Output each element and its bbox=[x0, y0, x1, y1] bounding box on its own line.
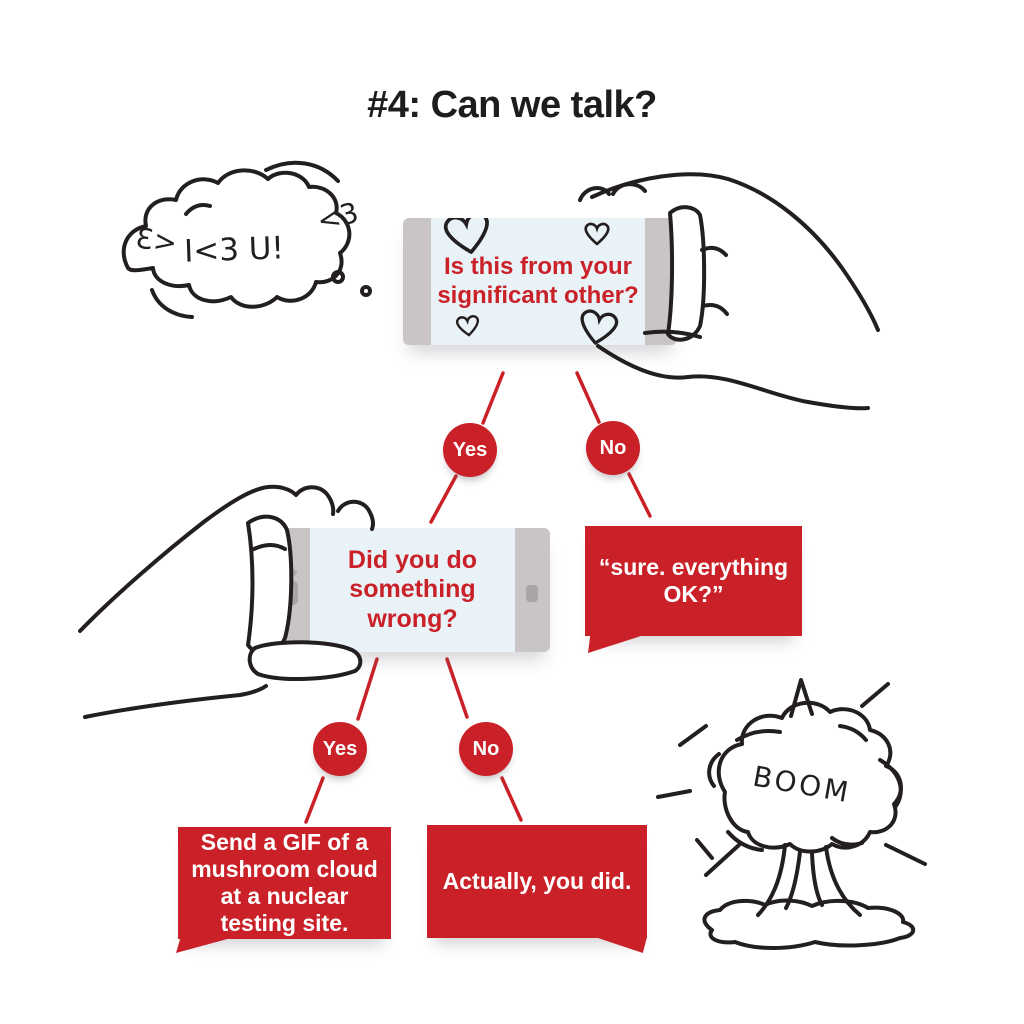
thought-bubble-text: I<3 U! bbox=[183, 230, 285, 270]
branch1-no-badge: No bbox=[586, 421, 640, 475]
connector-yes2-gif bbox=[304, 776, 325, 824]
cloud-highlight-arc bbox=[184, 203, 212, 216]
phone-1: Is this from your significant other? bbox=[403, 218, 677, 345]
heart-icon bbox=[584, 222, 610, 246]
speech-bubble-gif: Send a GIF of a mushroom cloud at a nucl… bbox=[178, 827, 391, 939]
speech-bubble-sure: “sure. everything OK?” bbox=[585, 526, 802, 636]
heart-icon bbox=[443, 218, 489, 254]
phone-2-question: Did you do something wrong? bbox=[347, 545, 478, 633]
connector-q2-no bbox=[445, 657, 469, 719]
heart-icon bbox=[580, 309, 619, 345]
connector-lines bbox=[304, 371, 652, 824]
branch2-yes-badge: Yes bbox=[313, 722, 367, 776]
connector-no2-actually bbox=[500, 776, 523, 822]
camera-icon bbox=[290, 569, 297, 576]
thought-cloud-icon: <3 <3 bbox=[121, 160, 372, 319]
connector-q1-yes bbox=[481, 371, 505, 425]
phone-2: Did you do something wrong? bbox=[277, 528, 550, 652]
phone-1-bezel-left bbox=[403, 218, 431, 345]
page-title: #4: Can we talk? bbox=[367, 84, 657, 126]
branch1-yes-badge: Yes bbox=[443, 423, 497, 477]
connector-yes1-q2 bbox=[429, 474, 458, 524]
boom-spike-top bbox=[789, 678, 814, 718]
connector-q2-yes bbox=[356, 657, 379, 721]
heart-icon bbox=[455, 315, 480, 337]
phone-2-bezel-right bbox=[515, 528, 550, 652]
branch2-no-badge: No bbox=[459, 722, 513, 776]
phone-1-question: Is this from your significant other? bbox=[437, 253, 639, 309]
cloud-accent-arc-top bbox=[264, 160, 340, 183]
heart-glyph-left: <3 bbox=[134, 221, 179, 259]
thought-dot bbox=[331, 270, 345, 284]
speech-bubble-actually: Actually, you did. bbox=[427, 825, 647, 938]
home-button-icon bbox=[526, 585, 538, 602]
phone-2-bezel-left bbox=[277, 528, 310, 652]
cloud-accent-arc-bottom bbox=[150, 288, 194, 319]
speaker-icon bbox=[289, 581, 298, 605]
mushroom-cloud-icon bbox=[656, 678, 927, 950]
phone-2-screen: Did you do something wrong? bbox=[310, 528, 515, 652]
connector-q1-no bbox=[575, 371, 601, 424]
phone-1-bezel-right bbox=[645, 218, 677, 345]
thought-dot bbox=[360, 285, 372, 297]
connector-no1-sure bbox=[627, 472, 652, 518]
phone-1-screen: Is this from your significant other? bbox=[431, 218, 645, 345]
